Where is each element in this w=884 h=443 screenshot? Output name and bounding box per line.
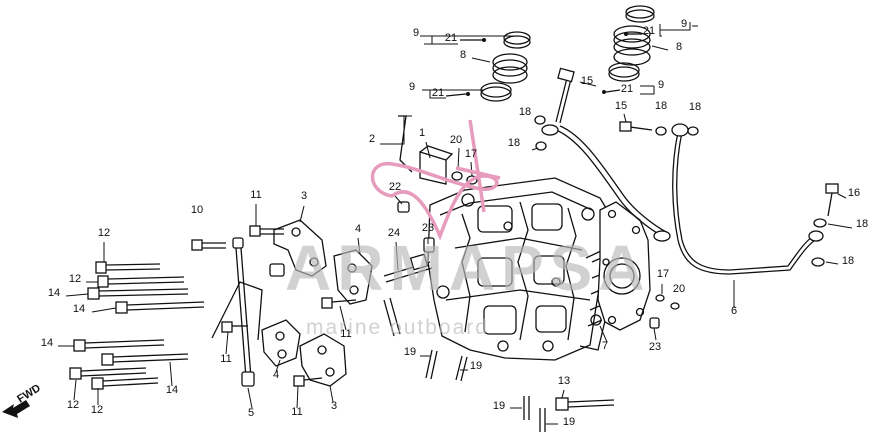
- callout-c9b: 9: [409, 81, 415, 93]
- callout-c24: 24: [388, 227, 400, 239]
- watermark-brand: ARMAPSA: [285, 232, 651, 304]
- callout-c8a: 8: [460, 49, 466, 61]
- callout-c9d: 9: [658, 79, 664, 91]
- bracket-4-upper: [333, 249, 373, 305]
- callout-c14c: 14: [41, 337, 53, 349]
- bolts-and-washers-right: [534, 115, 839, 329]
- watermark-logo-icon: [370, 162, 499, 241]
- fwd-label: FWD: [15, 382, 43, 405]
- callout-c18d: 18: [689, 101, 701, 113]
- callout-c16: 16: [848, 187, 860, 199]
- callout-c9a: 9: [413, 27, 419, 39]
- callout-c14b: 14: [73, 303, 85, 315]
- callout-c14a: 14: [48, 287, 60, 299]
- callout-c19c: 19: [493, 400, 505, 412]
- oil-pipe-upper: [541, 67, 671, 242]
- callout-c11c: 11: [340, 328, 351, 340]
- callout-c18a: 18: [519, 106, 531, 118]
- callout-c18e: 18: [856, 218, 868, 230]
- callout-c15a: 15: [581, 75, 593, 87]
- head-gasket: [597, 201, 651, 331]
- callout-c21c: 21: [643, 25, 655, 37]
- callout-c21a: 21: [445, 32, 457, 44]
- callout-c9c: 9: [681, 18, 687, 30]
- callout-c4b: 4: [273, 369, 279, 381]
- callout-c20a: 20: [450, 134, 462, 146]
- callout-c14d: 14: [166, 384, 178, 396]
- studs-19: [425, 349, 546, 432]
- callout-c15b: 15: [615, 100, 627, 112]
- watermark-tagline: marine outboard: [306, 316, 489, 339]
- callout-c3b: 3: [331, 400, 337, 412]
- callout-c11a: 11: [250, 189, 261, 201]
- callout-c4a: 4: [355, 223, 361, 235]
- bracket-3-upper: [273, 219, 327, 277]
- callout-c19a: 19: [404, 346, 416, 358]
- callout-c17a: 17: [465, 148, 477, 160]
- callout-c7: 7: [602, 340, 608, 352]
- callout-c2: 2: [369, 133, 375, 145]
- callout-c11b: 11: [220, 353, 231, 365]
- head-bolts-left: [69, 261, 205, 390]
- callout-c12c: 12: [67, 399, 79, 411]
- hose-right-upper: [608, 5, 655, 82]
- callout-c11d: 11: [291, 406, 302, 418]
- callout-c12a: 12: [98, 227, 110, 239]
- watermark: ARMAPSA marine outboard: [285, 119, 651, 339]
- callout-c12d: 12: [91, 404, 103, 416]
- callout-c22: 22: [389, 181, 401, 193]
- clip-parts: [445, 32, 642, 97]
- callout-c19d: 19: [563, 416, 575, 428]
- fwd-direction-marker: FWD: [2, 382, 43, 418]
- pin-stud: [383, 297, 401, 337]
- callout-c3a: 3: [301, 190, 307, 202]
- bolt-13: [555, 397, 615, 411]
- hose-left-upper: [480, 31, 531, 102]
- callout-c19b: 19: [470, 360, 482, 372]
- callout-c1: 1: [419, 127, 425, 139]
- leader-lines: [58, 22, 853, 425]
- callout-c18c: 18: [655, 100, 667, 112]
- small-bolts-11: [191, 225, 357, 387]
- callout-c18b: 18: [508, 137, 520, 149]
- callout-c8b: 8: [676, 41, 682, 53]
- cylinder-head: [427, 177, 619, 361]
- bracket-4-lower: [261, 319, 301, 367]
- callout-c17b: 17: [657, 268, 669, 280]
- callout-c23b: 23: [649, 341, 661, 353]
- callout-c5: 5: [248, 407, 254, 419]
- callout-c13: 13: [558, 375, 570, 387]
- callout-c12b: 12: [69, 273, 81, 285]
- callout-c6: 6: [731, 305, 737, 317]
- callout-c10: 10: [191, 204, 203, 216]
- rod-5: [211, 237, 285, 387]
- bracket-3-lower: [299, 333, 347, 387]
- callout-c20b: 20: [673, 283, 685, 295]
- callout-c23a: 23: [422, 222, 434, 234]
- callout-c21d: 21: [621, 83, 633, 95]
- oil-pipe-right: [671, 123, 824, 275]
- callout-c18f: 18: [842, 255, 854, 267]
- callout-c21b: 21: [432, 87, 444, 99]
- stud-24: [383, 253, 433, 283]
